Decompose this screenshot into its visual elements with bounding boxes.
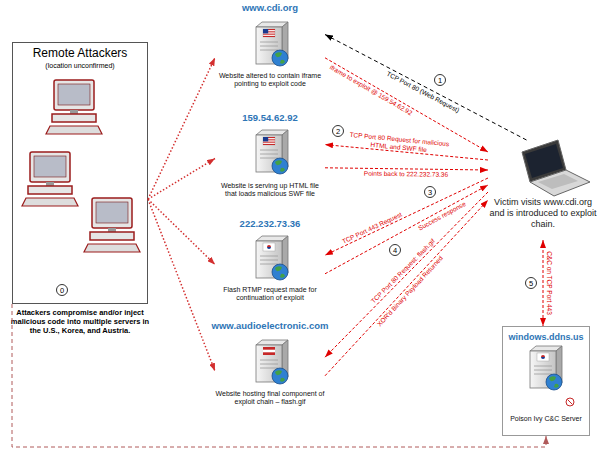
edge-label: C&C on TCP Port 443 [545, 251, 553, 315]
server-caption: Website is serving up HTML file that loa… [215, 182, 325, 198]
server-node: 222.232.73.36Flash RTMP request made for… [215, 218, 325, 311]
server-node: www.cdi.orgWebsite altered to contain if… [215, 2, 325, 95]
group-title: Remote Attackers [13, 46, 147, 60]
laptop-icon [522, 140, 590, 196]
cnc-node: windows.ddns.usPoison Ivy C&C Server [502, 326, 590, 436]
edge-label: TCP Port 80 Request for malicious HTML a… [349, 130, 450, 154]
blocked-icon [566, 398, 574, 406]
server-icon [256, 340, 288, 384]
connector [325, 200, 488, 376]
flag-icon [263, 137, 275, 145]
connector [148, 58, 215, 199]
group-note: Attackers compromise and/or inject malic… [9, 308, 151, 335]
server-caption: Poison Ivy C&C Server [503, 415, 589, 423]
host-name: windows.ddns.us [497, 332, 595, 342]
callout-number: 0 [56, 284, 68, 296]
flag-icon [263, 243, 275, 251]
victim-text: Victim visits www.cdi.org and is introdu… [488, 197, 598, 230]
server-icon [256, 236, 288, 280]
victim-node: Victim visits www.cdi.org and is introdu… [488, 140, 598, 240]
callout-number: 2 [332, 125, 344, 137]
connector [148, 159, 215, 200]
attacker-computer [46, 80, 102, 134]
edge-label: iframe to exploit @ 159.54.62.92 [329, 64, 414, 118]
connector [148, 199, 215, 371]
server-icon [256, 22, 288, 66]
edge-label: TCP Port 443 Request [341, 210, 403, 245]
host-name: www.cdi.org [195, 2, 345, 13]
connector [325, 192, 488, 357]
connector [325, 35, 527, 141]
edge-label: Success response [416, 200, 466, 232]
connector [12, 304, 546, 447]
group-subtitle: (location unconfirmed) [13, 62, 147, 69]
flag-icon [263, 347, 275, 355]
attacker-computer [22, 152, 78, 206]
connector [325, 178, 488, 255]
edge-label: Points back to 222.232.73.36 [364, 170, 448, 179]
callout-number: 4 [389, 244, 401, 256]
host-name: www.audioelectronic.com [195, 320, 345, 331]
flag-icon [263, 29, 275, 37]
server-icon [530, 346, 562, 390]
connector [148, 199, 215, 264]
host-name: 159.54.62.92 [195, 112, 345, 123]
server-caption: Website hosting final component of explo… [215, 390, 325, 406]
server-caption: Flash RTMP request made for continuation… [215, 286, 325, 302]
attacker-computer [84, 198, 140, 252]
callout-number: 3 [424, 186, 436, 198]
server-node: www.audioelectronic.comWebsite hosting f… [215, 320, 325, 413]
flag-icon [537, 353, 549, 361]
server-caption: Website altered to contain iframe pointi… [215, 72, 325, 88]
host-name: 222.232.73.36 [195, 218, 345, 229]
callout-number: 5 [525, 277, 537, 289]
server-icon [256, 130, 288, 174]
attacker-group: Remote Attackers(location unconfirmed)At… [12, 42, 148, 304]
server-node: 159.54.62.92Website is serving up HTML f… [215, 112, 325, 205]
connector [543, 240, 544, 326]
callout-number: 1 [434, 74, 446, 86]
